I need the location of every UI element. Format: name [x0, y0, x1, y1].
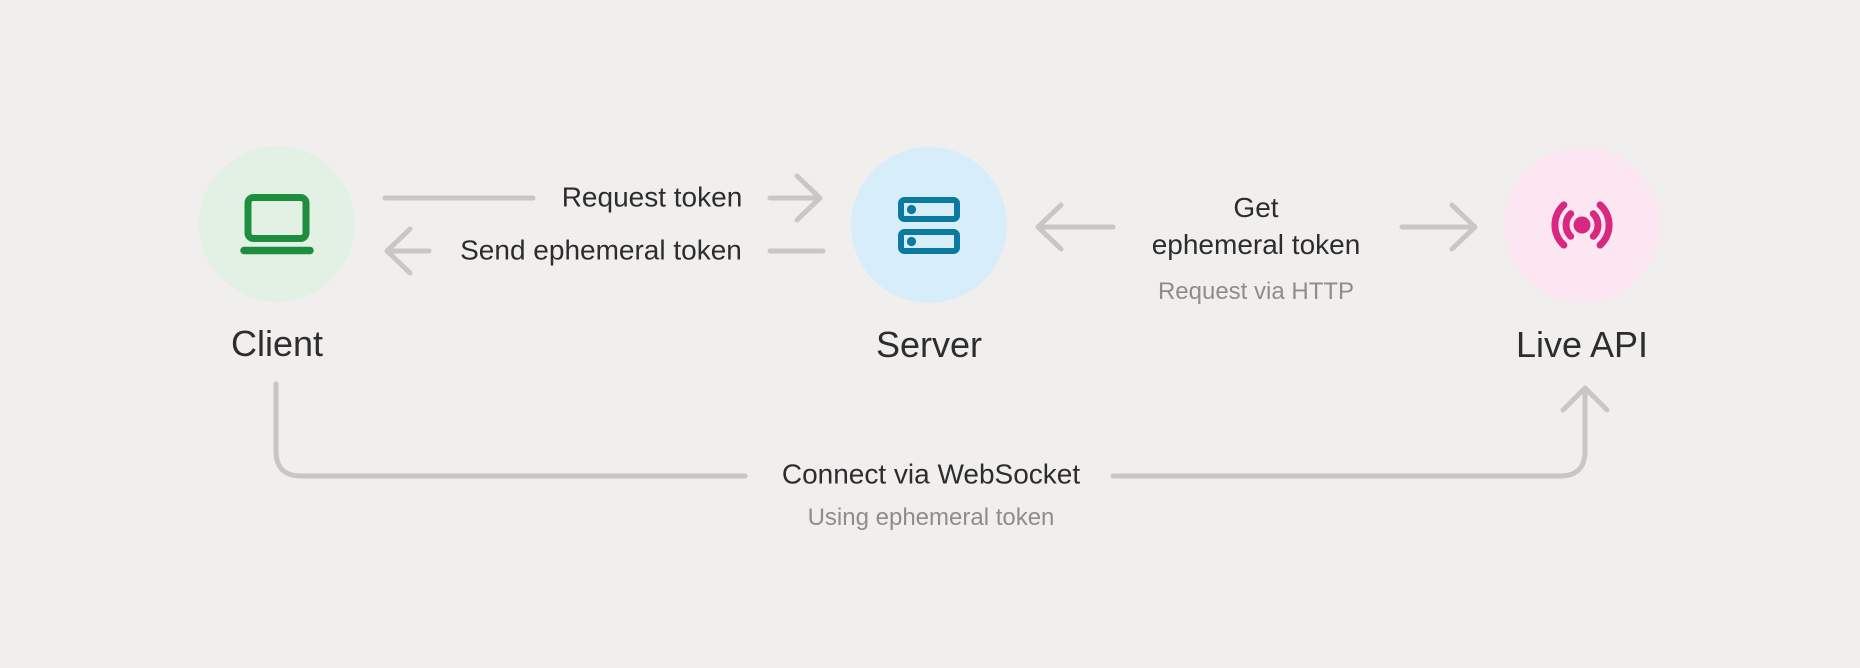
- live-api-circle: [1504, 147, 1660, 303]
- get-ephemeral-token-label: Get ephemeral token: [1152, 190, 1361, 264]
- request-via-http-sublabel: Request via HTTP: [1157, 278, 1355, 305]
- using-ephemeral-token-sublabel: Using ephemeral token: [807, 504, 1055, 531]
- get-ephemeral-token-label-line2: ephemeral token: [1151, 229, 1361, 260]
- send-ephemeral-token-label: Send ephemeral token: [460, 234, 742, 266]
- get-ephemeral-token-label-line1: Get: [1233, 192, 1279, 224]
- request-token-label: Request token: [561, 181, 743, 213]
- send-token-arrow-left: [384, 226, 432, 276]
- live-api-label: Live API: [1515, 324, 1649, 365]
- node-server: Server: [851, 147, 1007, 365]
- live-broadcast-icon: [1551, 201, 1613, 249]
- server-rack-icon: [898, 196, 960, 254]
- laptop-icon: [240, 193, 314, 254]
- client-circle: [199, 146, 355, 302]
- websocket-line-left: [273, 381, 748, 479]
- request-token-arrow-right: [767, 173, 823, 223]
- server-label: Server: [875, 324, 983, 365]
- get-token-arrow-to-server: [1035, 202, 1116, 252]
- connect-via-websocket-label: Connect via WebSocket: [781, 458, 1081, 490]
- client-label: Client: [230, 323, 324, 364]
- node-client: Client: [199, 146, 355, 364]
- websocket-arrow-up: [1110, 385, 1610, 479]
- node-live-api: Live API: [1504, 147, 1660, 365]
- get-token-arrow-to-live-api: [1399, 202, 1478, 252]
- server-circle: [851, 147, 1007, 303]
